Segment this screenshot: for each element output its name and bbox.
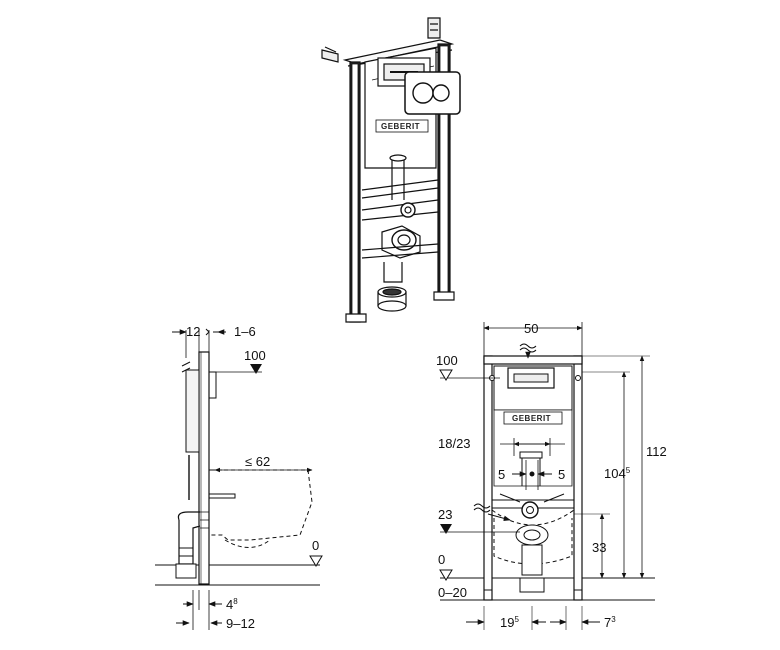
front-dim-offset-left: 5 — [498, 467, 505, 482]
side-dim-1-6: 1–6 — [234, 324, 256, 339]
side-dim-4-8: 48 — [226, 597, 238, 612]
front-dim-bottom-right: 73 — [604, 615, 616, 630]
brand-label-perspective: GEBERIT — [381, 122, 420, 131]
front-dim-height-outlet: 33 — [592, 540, 606, 555]
front-floor-range: 0–20 — [438, 585, 467, 600]
front-dim-offset-right: 5 — [558, 467, 565, 482]
front-dim-height-total: 112 — [646, 444, 667, 459]
side-level-100: 100 — [244, 348, 266, 363]
front-level-100: 100 — [436, 353, 458, 368]
side-dim-depth: ≤ 62 — [245, 454, 270, 469]
side-dim-12: 12 — [186, 324, 200, 339]
front-dim-height-mid: 1045 — [604, 466, 631, 481]
front-dim-spacing: 18/23 — [438, 436, 471, 451]
front-dim-width: 50 — [524, 321, 538, 336]
side-dim-9-12: 9–12 — [226, 616, 255, 631]
front-level-23: 23 — [438, 507, 452, 522]
front-view — [439, 322, 655, 630]
frame-perspective-view — [321, 17, 461, 323]
side-level-0: 0 — [312, 538, 319, 553]
brand-label-front: GEBERIT — [512, 414, 551, 423]
front-level-0: 0 — [438, 552, 445, 567]
front-dim-bottom-left: 195 — [500, 615, 519, 630]
side-view — [155, 328, 323, 630]
